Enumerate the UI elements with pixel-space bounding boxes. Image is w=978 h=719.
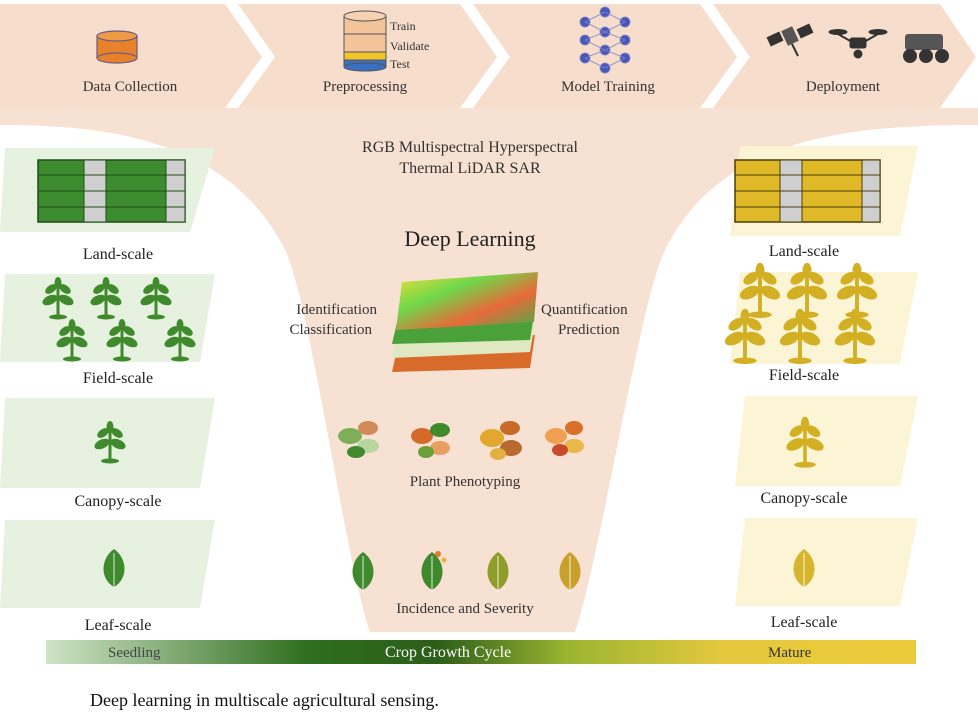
figure-caption: Deep learning in multiscale agricultural… (90, 690, 439, 710)
right-panel-leaf (735, 518, 918, 606)
drone-icon (828, 29, 888, 59)
right-panel-canopy (735, 396, 918, 486)
left-leaf-scale-label: Leaf-scale (84, 617, 152, 634)
step-preprocessing-label: Preprocessing (322, 79, 408, 95)
task-prediction: Prediction (558, 322, 620, 338)
split-test-label: Test (390, 57, 410, 71)
step-model-training-label: Model Training (561, 79, 655, 95)
task-classification: Classification (289, 322, 373, 338)
pipeline-band (0, 4, 976, 108)
right-leaf-scale-label: Leaf-scale (770, 614, 838, 631)
task-quantification: Quantification (541, 302, 628, 318)
left-field-scale-label: Field-scale (82, 370, 154, 387)
split-validate-label: Validate (390, 39, 430, 53)
right-canopy-scale-label: Canopy-scale (760, 490, 848, 507)
pipeline-chevron-3 (473, 4, 737, 108)
step-data-collection-label: Data Collection (82, 79, 178, 95)
growth-cycle-bar (46, 640, 916, 664)
left-land-plot-icon (37, 159, 186, 223)
task-identification: Identification (296, 302, 377, 318)
deep-learning-title: Deep Learning (404, 226, 536, 251)
phenotyping-plants-icon (338, 421, 584, 460)
right-land-scale-label: Land-scale (768, 243, 840, 260)
satellite-icon (766, 23, 814, 57)
funnel-shape (0, 108, 978, 632)
crop-growth-cycle-label: Crop Growth Cycle (385, 644, 512, 661)
plant-phenotyping-label: Plant Phenotyping (409, 474, 521, 490)
step-deployment-label: Deployment (805, 79, 881, 95)
modalities-line-1: RGB Multispectral Hyperspectral (362, 139, 578, 156)
split-train-label: Train (390, 19, 416, 33)
seedling-label: Seedling (108, 645, 161, 661)
modalities-line-2: Thermal LiDAR SAR (399, 160, 541, 177)
database-icon (96, 30, 138, 64)
pipeline-chevron-4 (713, 4, 976, 108)
right-land-plot-icon (734, 159, 881, 223)
left-land-scale-label: Land-scale (82, 246, 154, 263)
right-field-scale-label: Field-scale (768, 367, 840, 384)
disease-leaves-icon (351, 551, 582, 593)
neural-network-icon (579, 6, 631, 74)
mature-label: Mature (768, 645, 812, 661)
ground-robot-icon (903, 34, 949, 63)
raster-stack-icon (392, 272, 538, 372)
right-field-crops-icon (720, 260, 882, 366)
left-canopy-scale-label: Canopy-scale (74, 493, 162, 510)
dataset-split-icon (343, 10, 387, 72)
incidence-severity-label: Incidence and Severity (396, 601, 534, 617)
